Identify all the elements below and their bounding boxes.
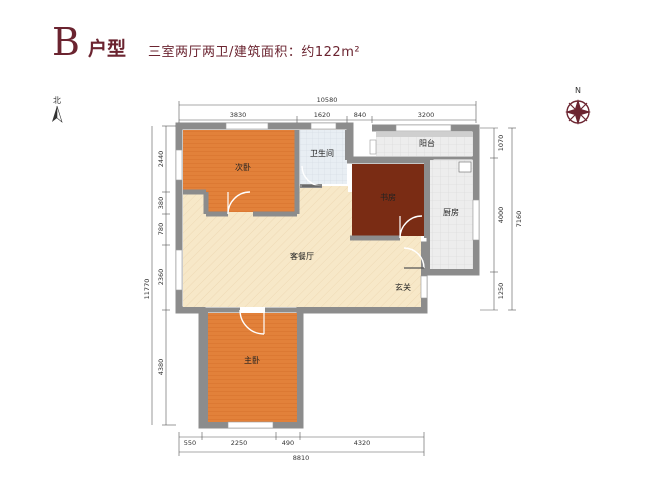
kitchen	[430, 160, 473, 269]
room-label-master-bedroom: 主卧	[244, 355, 260, 365]
dimension-lines	[151, 101, 516, 456]
dim-top-3: 840	[354, 111, 366, 119]
dim-right-total: 7160	[515, 211, 523, 228]
dim-left-5: 4380	[157, 359, 165, 376]
dim-left-2: 380	[157, 197, 165, 209]
compass-rose-icon: N	[565, 86, 591, 125]
dim-bottom-4: 4320	[354, 439, 371, 447]
north-label-en: N	[575, 86, 581, 95]
bathroom	[300, 130, 347, 184]
dim-top-total: 10580	[317, 96, 338, 104]
dim-left-4: 2360	[157, 269, 165, 286]
master-bedroom	[206, 313, 297, 422]
unit-description-text: 三室两厅两卫/建筑面积：约122	[148, 45, 342, 60]
dim-right-3: 1250	[497, 283, 505, 300]
room-label-balcony: 阳台	[419, 138, 435, 148]
dim-bottom-2: 2250	[231, 439, 248, 447]
room-label-kitchen: 厨房	[443, 207, 459, 217]
dim-left-3: 780	[157, 223, 165, 235]
room-label-secondary-bedroom: 次卧	[235, 162, 251, 172]
room-label-entrance: 玄关	[395, 282, 411, 292]
unit-letter: B	[52, 20, 80, 64]
dim-bottom-1: 550	[184, 439, 196, 447]
secondary-bedroom	[183, 130, 297, 192]
page-header: B 户型 三室两厅两卫/建筑面积：约122m²	[0, 0, 660, 80]
north-arrow-icon	[52, 106, 57, 122]
north-arrow-left: 北	[52, 96, 63, 123]
dim-right-1: 1070	[497, 135, 505, 152]
unit-title: 户型	[88, 38, 127, 60]
dim-top-2: 1620	[314, 111, 331, 119]
study	[352, 164, 424, 236]
north-label-cn: 北	[53, 96, 61, 105]
unit-description: 三室两厅两卫/建筑面积：约122m²	[148, 41, 360, 60]
room-label-bathroom: 卫生间	[310, 148, 334, 158]
dim-bottom-3: 490	[282, 439, 294, 447]
dim-top-4: 3200	[418, 111, 435, 119]
dim-left-1: 2440	[157, 151, 165, 168]
dim-right-2: 4000	[497, 207, 505, 224]
area-unit: m²	[341, 45, 361, 60]
room-label-living-dining: 客餐厅	[290, 251, 314, 261]
dim-left-total: 11770	[143, 279, 151, 300]
room-label-study: 书房	[380, 192, 396, 202]
dim-bottom-total: 8810	[293, 454, 310, 462]
dim-top-1: 3830	[230, 111, 247, 119]
